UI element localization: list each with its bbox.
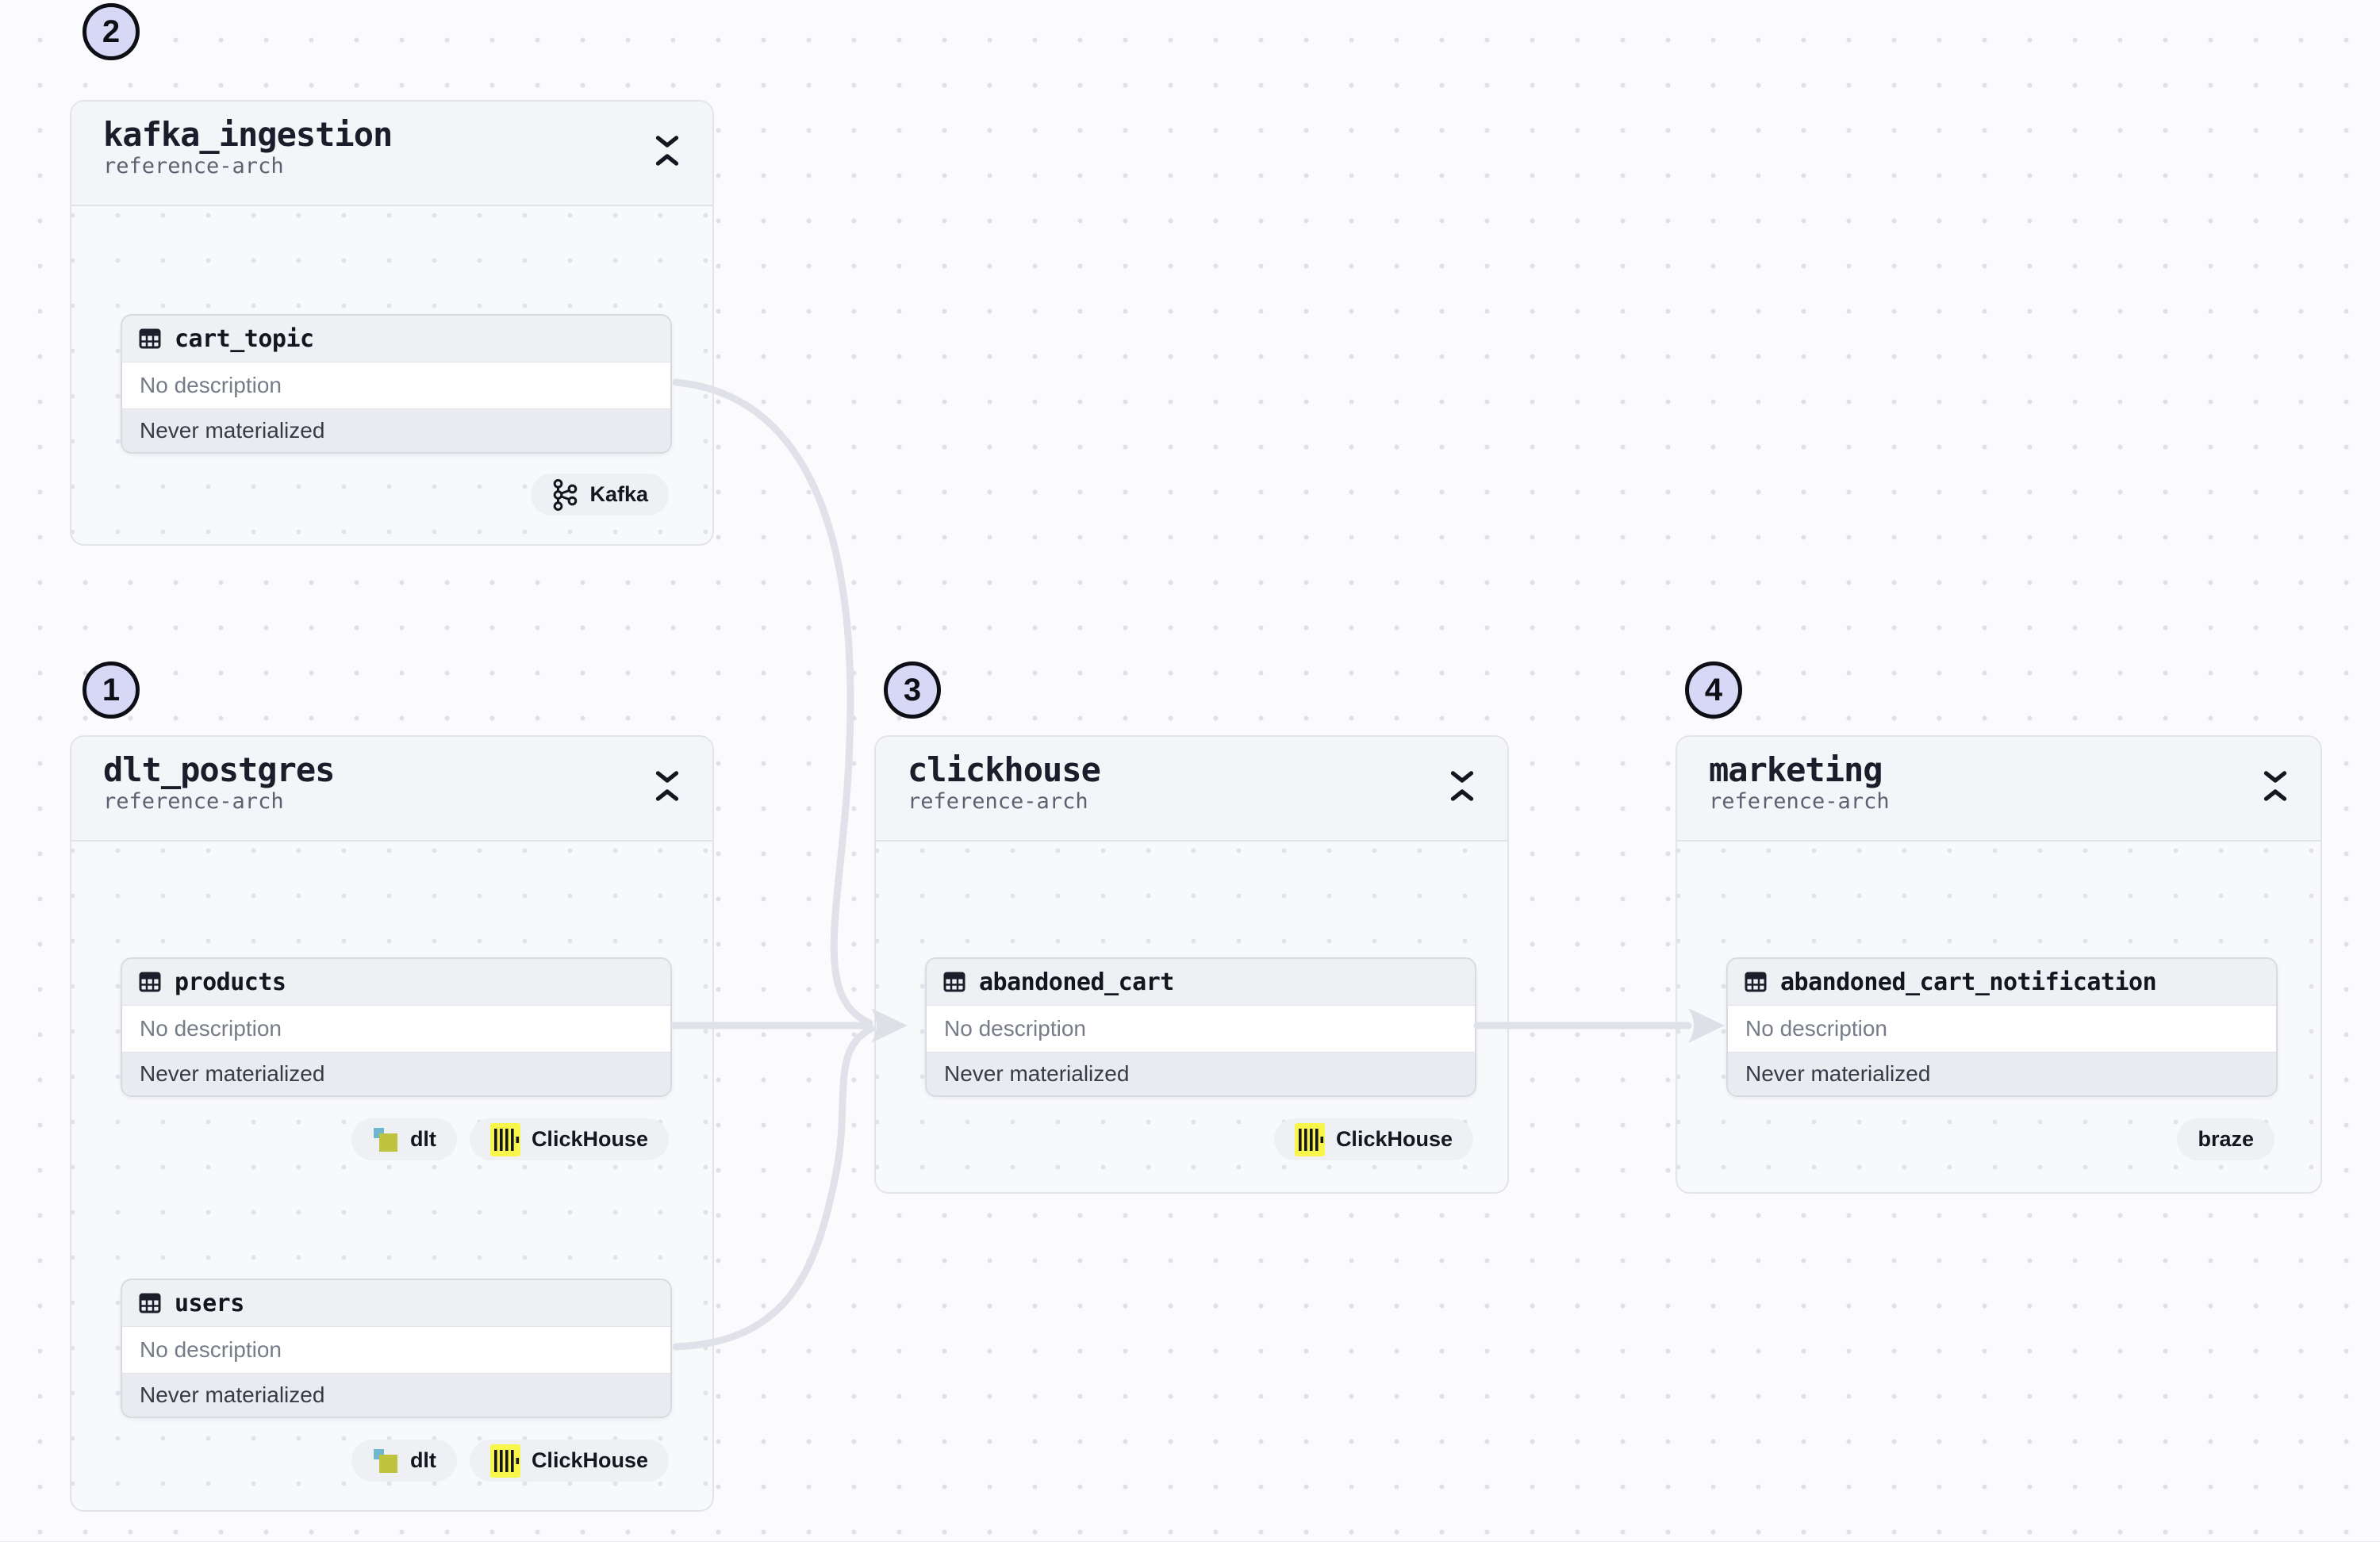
kind-tag-label: ClickHouse [531, 1127, 648, 1151]
asset-name: users [175, 1289, 244, 1317]
asset-title-row[interactable]: products [122, 959, 670, 1006]
collapse-group-icon[interactable] [655, 135, 679, 167]
kind-tag-label: dlt [409, 1127, 436, 1151]
asset-tag-row: dlt ClickHouse [351, 1118, 669, 1160]
kind-tag-label: ClickHouse [1335, 1127, 1453, 1151]
asset-materialization-status: Never materialized [122, 1373, 670, 1417]
group-card-kafka_ingestion[interactable]: kafka_ingestion reference-arch cart_topi… [70, 100, 714, 546]
group-card-marketing[interactable]: marketing reference-arch abandoned_cart_… [1676, 735, 2322, 1194]
dlt-icon [373, 1127, 397, 1152]
asset-node-products[interactable]: products No description Never materializ… [121, 957, 672, 1097]
asset-tag-row: dlt ClickHouse [351, 1440, 669, 1482]
collapse-group-icon[interactable] [655, 770, 679, 802]
kafka-icon [554, 478, 578, 511]
group-title: marketing [1709, 750, 1883, 789]
asset-tag-row: ClickHouse [1273, 1118, 1473, 1160]
group-code-location: reference-arch [908, 789, 1088, 815]
kind-tag-clickhouse: ClickHouse [469, 1118, 669, 1160]
asset-description: No description [122, 362, 670, 408]
group-title: clickhouse [908, 750, 1101, 789]
group-card-dlt_postgres[interactable]: dlt_postgres reference-arch products No … [70, 735, 714, 1512]
asset-title-row[interactable]: abandoned_cart_notification [1728, 959, 2276, 1006]
asset-node-abandoned_cart[interactable]: abandoned_cart No description Never mate… [925, 957, 1476, 1097]
asset-description: No description [927, 1006, 1475, 1052]
asset-name: cart_topic [175, 324, 314, 353]
group-header-dlt_postgres[interactable]: dlt_postgres reference-arch [71, 737, 712, 842]
kind-tag-label: braze [2198, 1127, 2254, 1151]
kind-tag-clickhouse: ClickHouse [1273, 1118, 1473, 1160]
table-icon [139, 972, 161, 992]
group-header-kafka_ingestion[interactable]: kafka_ingestion reference-arch [71, 102, 712, 206]
asset-name: abandoned_cart [979, 968, 1174, 996]
asset-description: No description [1728, 1006, 2276, 1052]
dlt-icon [373, 1448, 397, 1473]
step-badge-3: 3 [884, 661, 941, 719]
kind-tag-braze: braze [2177, 1118, 2274, 1160]
collapse-group-icon[interactable] [1450, 770, 1474, 802]
clickhouse-icon [489, 1122, 520, 1156]
step-badge-1: 1 [83, 661, 140, 719]
asset-description: No description [122, 1006, 670, 1052]
table-icon [139, 328, 161, 349]
group-code-location: reference-arch [103, 789, 284, 815]
group-header-clickhouse[interactable]: clickhouse reference-arch [876, 737, 1507, 842]
kind-tag-label: dlt [409, 1448, 436, 1472]
asset-title-row[interactable]: users [122, 1280, 670, 1327]
asset-tag-row: braze [2177, 1118, 2274, 1160]
table-icon [1745, 972, 1767, 992]
asset-name: products [175, 968, 286, 996]
group-card-clickhouse[interactable]: clickhouse reference-arch abandoned_cart… [874, 735, 1509, 1194]
kind-tag-clickhouse: ClickHouse [469, 1440, 669, 1482]
asset-node-users[interactable]: users No description Never materialized [121, 1279, 672, 1418]
kind-tag-label: Kafka [589, 482, 648, 506]
kind-tag-kafka: Kafka [531, 474, 669, 516]
table-icon [139, 1293, 161, 1313]
collapse-group-icon[interactable] [2263, 770, 2287, 802]
asset-tag-row: Kafka [531, 474, 669, 516]
asset-title-row[interactable]: cart_topic [122, 316, 670, 362]
asset-node-abandoned_cart_notification[interactable]: abandoned_cart_notification No descripti… [1726, 957, 2278, 1097]
canvas-bottom-edge [0, 1541, 2380, 1553]
clickhouse-icon [489, 1444, 520, 1478]
asset-materialization-status: Never materialized [122, 1052, 670, 1095]
kind-tag-dlt: dlt [351, 1440, 457, 1482]
asset-materialization-status: Never materialized [1728, 1052, 2276, 1095]
asset-materialization-status: Never materialized [927, 1052, 1475, 1095]
group-header-marketing[interactable]: marketing reference-arch [1677, 737, 2320, 842]
group-code-location: reference-arch [1709, 789, 1890, 815]
clickhouse-icon [1294, 1122, 1325, 1156]
kind-tag-dlt: dlt [351, 1118, 457, 1160]
step-badge-2: 2 [83, 3, 140, 60]
step-badge-4: 4 [1685, 661, 1742, 719]
asset-name: abandoned_cart_notification [1780, 968, 2157, 996]
asset-title-row[interactable]: abandoned_cart [927, 959, 1475, 1006]
group-title: kafka_ingestion [103, 115, 393, 154]
asset-materialization-status: Never materialized [122, 408, 670, 452]
group-title: dlt_postgres [103, 750, 335, 789]
kind-tag-label: ClickHouse [531, 1448, 648, 1472]
asset-description: No description [122, 1327, 670, 1373]
asset-node-cart_topic[interactable]: cart_topic No description Never material… [121, 314, 672, 454]
group-code-location: reference-arch [103, 154, 284, 179]
table-icon [943, 972, 965, 992]
